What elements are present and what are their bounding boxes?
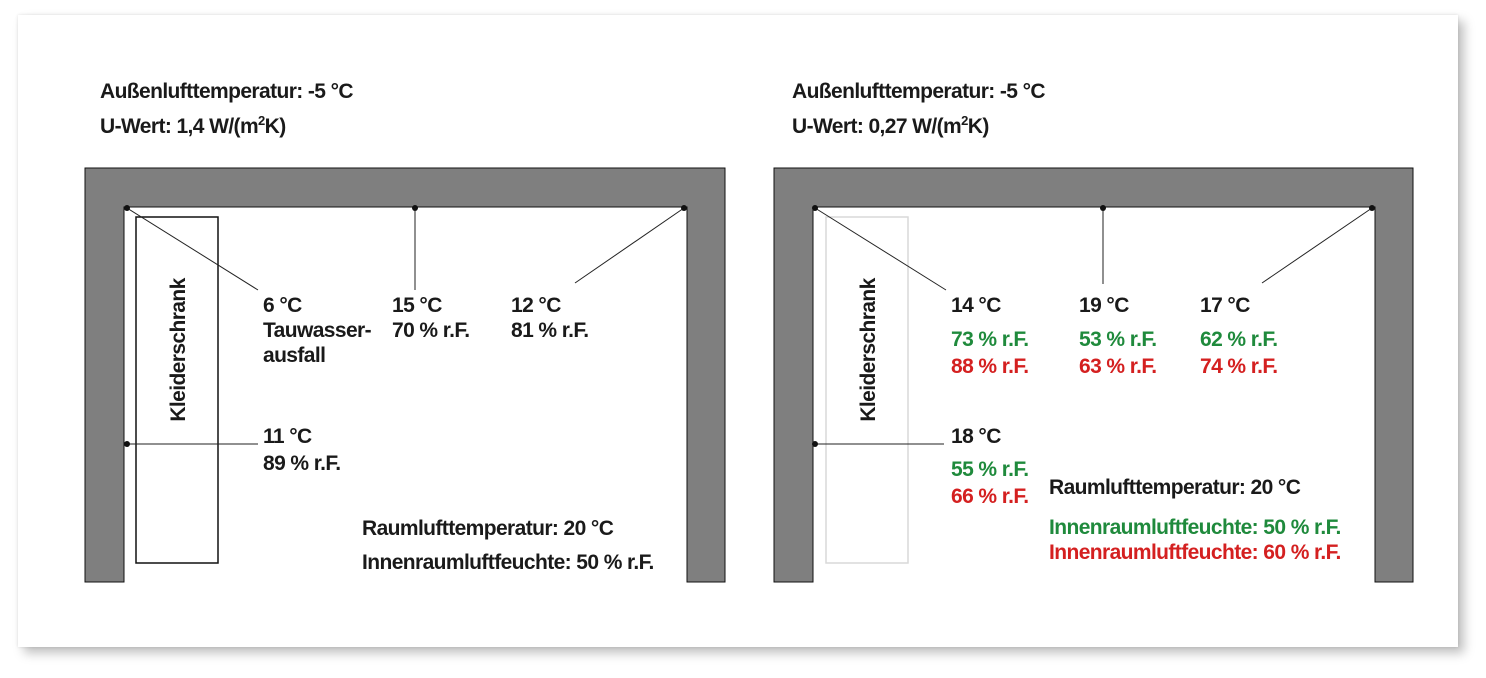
right-panel: Außenlufttemperatur: -5 °C U-Wert: 0,27 …: [773, 80, 1414, 583]
left-corner-left-note1: Tauwasser-: [263, 319, 372, 342]
right-point-ceiling-mid: [1100, 205, 1106, 211]
left-ceiling-mid-temp: 15 °C: [392, 294, 442, 317]
right-corner-right-rh-green: 62 % r.F.: [1200, 328, 1277, 351]
right-corner-left-temp: 14 °C: [951, 294, 1001, 317]
right-point-corner-right: [1369, 205, 1375, 211]
right-leader-corner-left: [814, 207, 947, 291]
right-wall-temp: 18 °C: [951, 425, 1001, 448]
right-room-humidity-green: Innenraumluftfeuchte: 50 % r.F.: [1049, 516, 1341, 539]
left-leader-corner-right: [574, 207, 685, 284]
right-room-temp: Raumlufttemperatur: 20 °C: [1049, 476, 1301, 499]
left-corner-right-temp: 12 °C: [511, 294, 561, 317]
left-leader-corner-left: [126, 207, 259, 291]
left-point-wall: [124, 441, 130, 447]
left-wall-rh: 89 % r.F.: [263, 452, 340, 475]
left-corner-right-rh: 81 % r.F.: [511, 319, 588, 342]
left-point-corner-left: [124, 205, 130, 211]
right-leader-corner-right: [1261, 207, 1373, 284]
right-wardrobe: [825, 216, 909, 564]
left-corner-left-note2: ausfall: [263, 344, 325, 367]
right-outside-temp: Außenlufttemperatur: -5 °C: [792, 80, 1045, 103]
right-room-humidity-red: Innenraumluftfeuchte: 60 % r.F.: [1049, 541, 1341, 564]
right-wall-rh-red: 66 % r.F.: [951, 485, 1028, 508]
left-wardrobe-label: Kleiderschrank: [167, 277, 190, 421]
right-point-corner-left: [812, 205, 818, 211]
left-panel: Außenlufttemperatur: -5 °C U-Wert: 1,4 W…: [84, 80, 726, 583]
left-wardrobe: [135, 216, 219, 564]
left-point-ceiling-mid: [412, 205, 418, 211]
left-wall-temp: 11 °C: [263, 425, 312, 448]
right-corner-left-rh-green: 73 % r.F.: [951, 328, 1028, 351]
figure-card: [18, 15, 1458, 647]
left-corner-left-temp: 6 °C: [263, 294, 302, 317]
right-wall-section: [773, 167, 1414, 583]
right-ceiling-mid-temp: 19 °C: [1079, 294, 1129, 317]
left-u-value: U-Wert: 1,4 W/(m2K): [100, 113, 286, 138]
right-wall-rh-green: 55 % r.F.: [951, 458, 1028, 481]
left-wall-section: [84, 167, 726, 583]
right-ceiling-mid-rh-green: 53 % r.F.: [1079, 328, 1156, 351]
left-ceiling-mid-rh: 70 % r.F.: [392, 319, 469, 342]
right-corner-left-rh-red: 88 % r.F.: [951, 355, 1028, 378]
right-wardrobe-label: Kleiderschrank: [857, 277, 880, 421]
left-room-temp: Raumlufttemperatur: 20 °C: [362, 517, 614, 540]
left-outside-temp: Außenlufttemperatur: -5 °C: [100, 80, 353, 103]
right-u-value: U-Wert: 0,27 W/(m2K): [792, 113, 989, 138]
right-point-wall: [812, 441, 818, 447]
right-corner-right-rh-red: 74 % r.F.: [1200, 355, 1277, 378]
right-corner-right-temp: 17 °C: [1200, 294, 1250, 317]
left-room-humidity: Innenraumluftfeuchte: 50 % r.F.: [362, 551, 654, 574]
left-point-corner-right: [681, 205, 687, 211]
right-ceiling-mid-rh-red: 63 % r.F.: [1079, 355, 1156, 378]
